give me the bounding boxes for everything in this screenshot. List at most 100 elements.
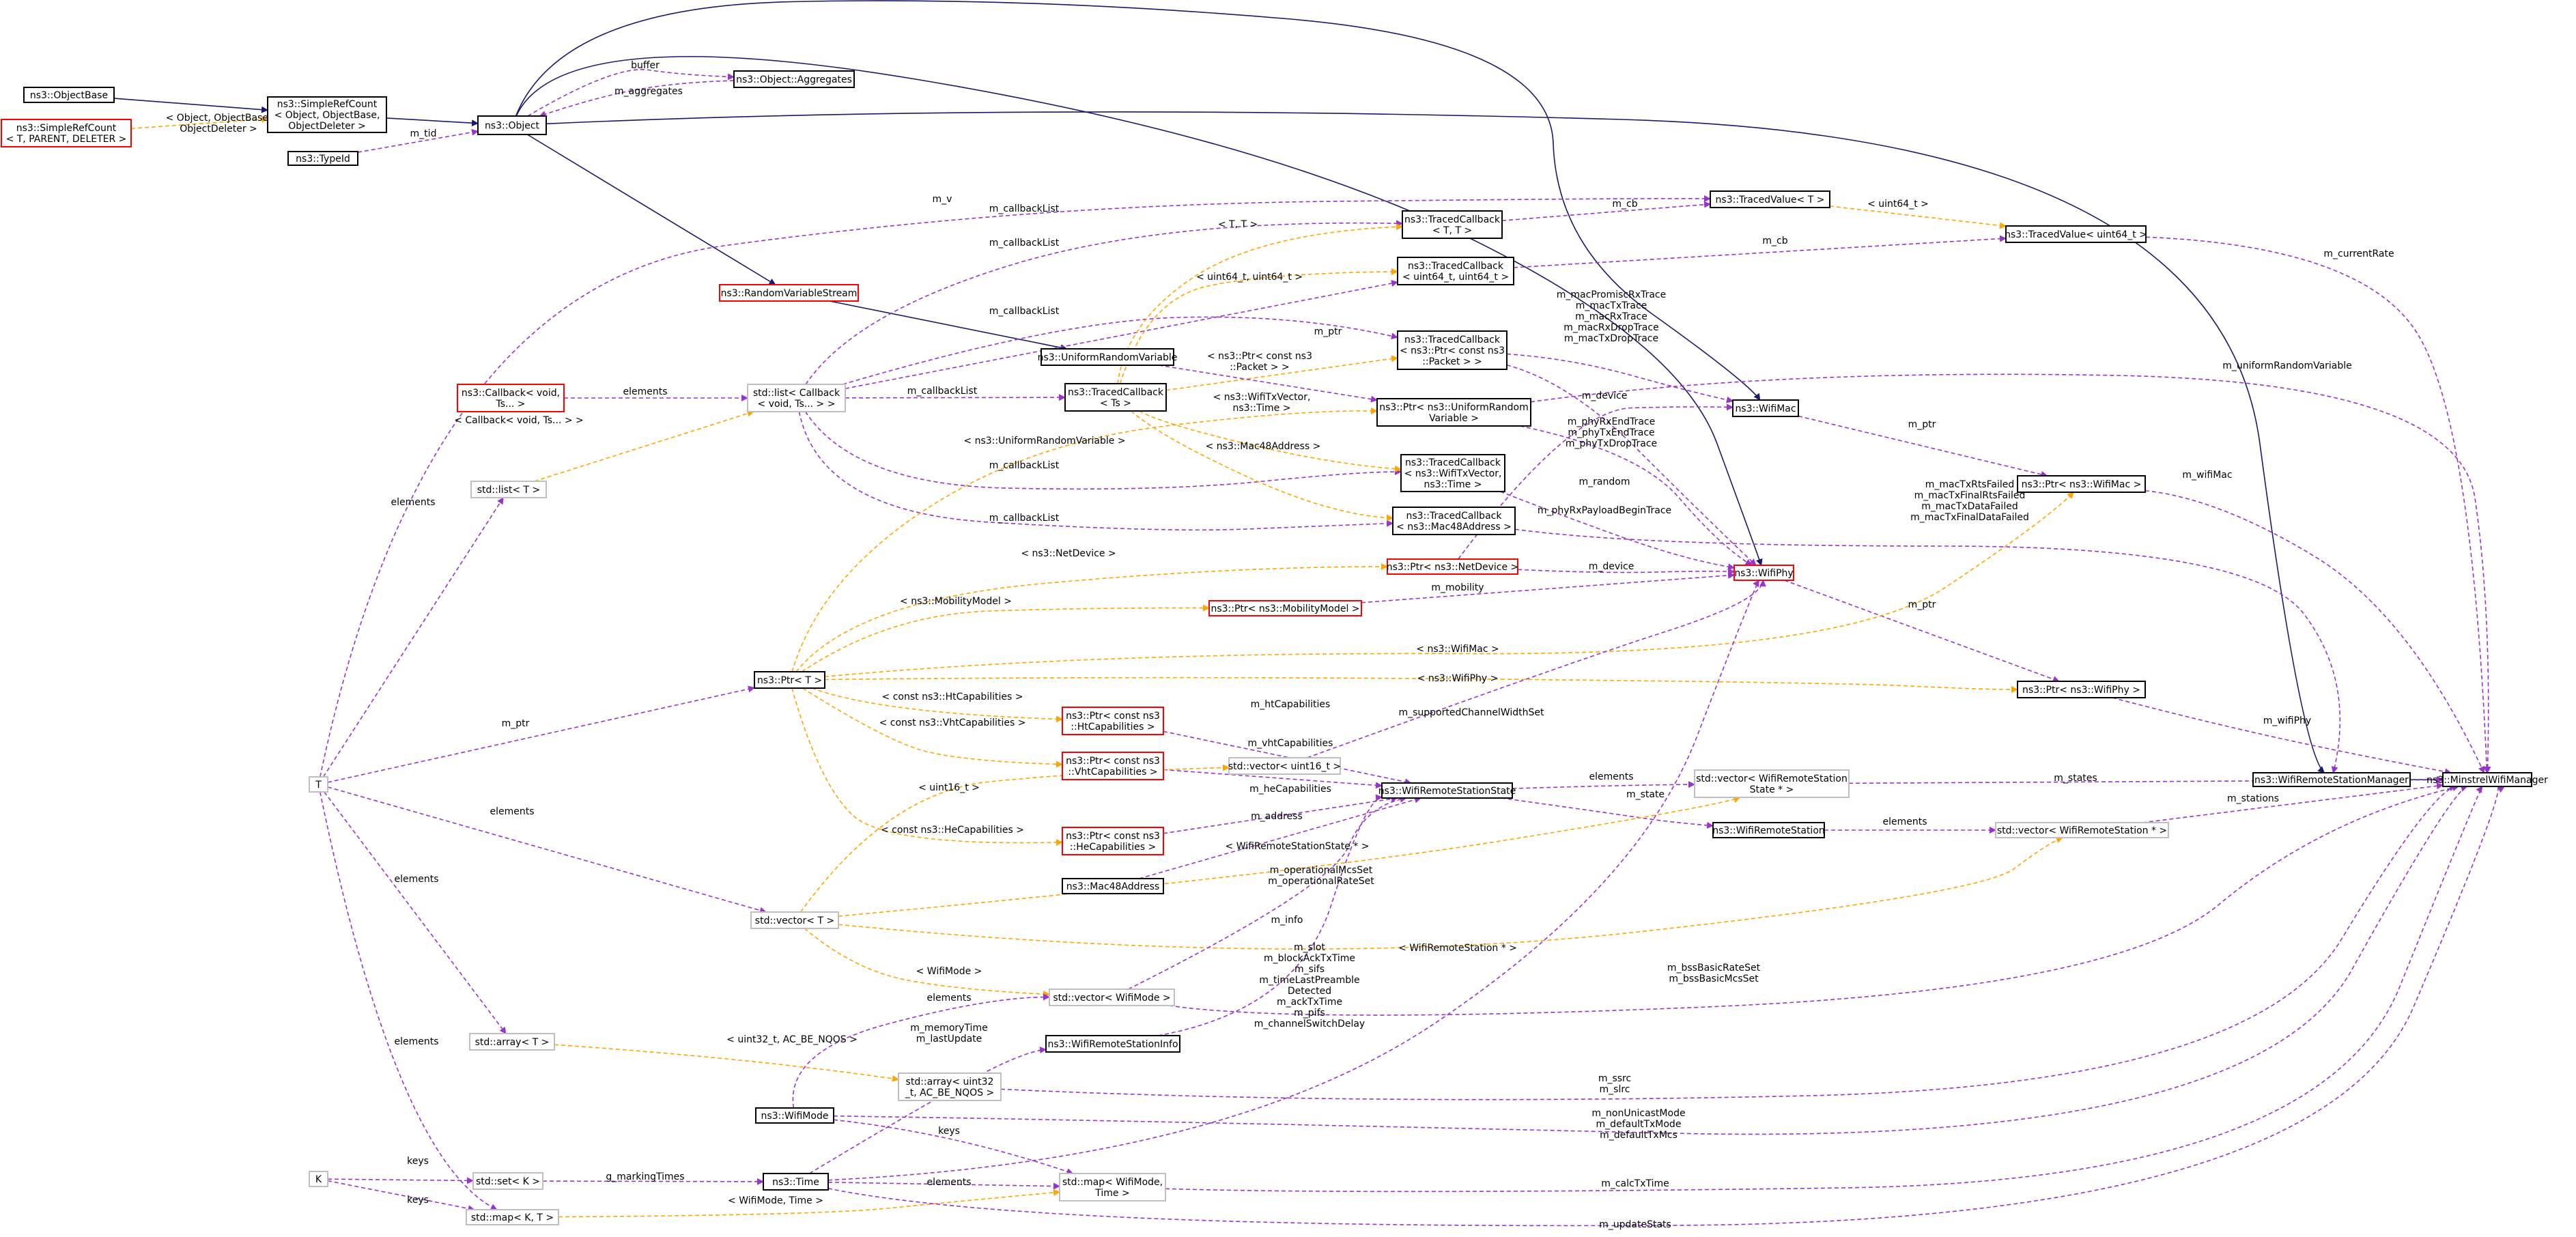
node-box[interactable]	[1995, 822, 2169, 838]
node-box[interactable]	[1041, 348, 1174, 366]
node-ptrMob[interactable]: ns3::Ptr< ns3::MobilityModel >	[1208, 600, 1362, 616]
node-wrss[interactable]: ns3::WifiRemoteStationState	[1378, 782, 1516, 799]
node-box[interactable]	[1392, 507, 1516, 535]
node-box[interactable]	[287, 151, 358, 166]
node-box[interactable]	[1062, 878, 1164, 894]
node-ptrNetDev[interactable]: ns3::Ptr< ns3::NetDevice >	[1387, 558, 1519, 575]
node-box[interactable]	[1397, 330, 1508, 370]
node-simplerefcount[interactable]: ns3::SimpleRefCount< Object, ObjectBase,…	[267, 96, 387, 133]
node-box[interactable]	[763, 1173, 829, 1191]
node-mac48[interactable]: ns3::Mac48Address	[1062, 878, 1164, 894]
node-box[interactable]	[898, 1072, 1002, 1101]
node-tvT[interactable]: ns3::TracedValue< T >	[1710, 190, 1830, 208]
node-tcTs[interactable]: ns3::TracedCallback< Ts >	[1064, 383, 1167, 412]
node-vecT[interactable]: std::vector< T >	[750, 911, 839, 929]
node-box[interactable]	[2017, 681, 2146, 698]
node-box[interactable]	[1712, 822, 1825, 838]
node-tcTxVec[interactable]: ns3::TracedCallback< ns3::WifiTxVector,n…	[1400, 454, 1505, 492]
node-box[interactable]	[2252, 772, 2411, 787]
node-wrsm[interactable]: ns3::WifiRemoteStationManager	[2252, 772, 2411, 787]
node-objectbase[interactable]: ns3::ObjectBase	[23, 87, 115, 103]
node-box[interactable]	[1062, 752, 1164, 780]
node-arrU32[interactable]: std::array< uint32_t, AC_BE_NQOS >	[898, 1072, 1002, 1101]
node-ptrWifiMac[interactable]: ns3::Ptr< ns3::WifiMac >	[2017, 475, 2146, 493]
node-box[interactable]	[23, 87, 115, 103]
node-tcMac48[interactable]: ns3::TracedCallback< ns3::Mac48Address >	[1392, 507, 1516, 535]
node-box[interactable]	[457, 384, 565, 412]
node-setK[interactable]: std::set< K >	[472, 1172, 543, 1190]
node-box[interactable]	[750, 911, 839, 929]
node-wrs[interactable]: ns3::WifiRemoteStation	[1712, 822, 1825, 838]
node-box[interactable]	[469, 1033, 555, 1051]
node-box[interactable]	[1062, 707, 1164, 735]
node-wifimode[interactable]: ns3::WifiMode	[755, 1107, 834, 1124]
node-wrsi[interactable]: ns3::WifiRemoteStationInfo	[1045, 1035, 1180, 1053]
node-box[interactable]	[747, 384, 846, 412]
node-tcU64[interactable]: ns3::TracedCallback< uint64_t, uint64_t …	[1397, 257, 1514, 285]
node-box[interactable]	[1402, 210, 1503, 239]
node-vecMode[interactable]: std::vector< WifiMode >	[1049, 989, 1175, 1006]
node-vecU16[interactable]: std::vector< uint16_t >	[1228, 757, 1341, 775]
node-ptrT[interactable]: ns3::Ptr< T >	[754, 671, 825, 689]
node-mapModeTime[interactable]: std::map< WifiMode,Time >	[1059, 1173, 1166, 1202]
node-box[interactable]	[267, 96, 387, 133]
node-box[interactable]	[2442, 772, 2532, 787]
node-box[interactable]	[309, 1171, 328, 1187]
node-box[interactable]	[309, 776, 328, 793]
node-box[interactable]	[2005, 225, 2147, 243]
node-box[interactable]	[1387, 558, 1518, 575]
node-box[interactable]	[755, 1107, 834, 1124]
node-box[interactable]	[466, 1209, 559, 1225]
node-box[interactable]	[1732, 399, 1799, 417]
node-vecWrs[interactable]: std::vector< WifiRemoteStation * >	[1995, 822, 2169, 838]
node-box[interactable]	[1397, 257, 1514, 285]
node-box[interactable]	[1208, 600, 1362, 616]
node-T[interactable]: T	[309, 776, 328, 793]
node-ptrVht[interactable]: ns3::Ptr< const ns3::VhtCapabilities >	[1062, 752, 1164, 780]
node-box[interactable]	[2017, 475, 2146, 493]
node-box[interactable]	[1376, 398, 1531, 427]
node-callback[interactable]: ns3::Callback< void,Ts... >	[457, 384, 565, 412]
node-box[interactable]	[719, 284, 859, 302]
node-aggregates[interactable]: ns3::Object::Aggregates	[733, 70, 855, 88]
node-typeid[interactable]: ns3::TypeId	[287, 151, 358, 166]
node-listT[interactable]: std::list< T >	[470, 481, 547, 498]
node-rvs[interactable]: ns3::RandomVariableStream	[719, 284, 859, 302]
node-tcPkt[interactable]: ns3::TracedCallback< ns3::Ptr< const ns3…	[1397, 330, 1508, 370]
node-minstrel[interactable]: ns3::MinstrelWifiManager	[2426, 772, 2548, 787]
node-mapKT[interactable]: std::map< K, T >	[466, 1209, 559, 1225]
node-box[interactable]	[1, 119, 132, 147]
node-arrT[interactable]: std::array< T >	[469, 1033, 555, 1051]
node-box[interactable]	[1381, 782, 1513, 799]
node-box[interactable]	[1694, 769, 1850, 798]
node-wifimac[interactable]: ns3::WifiMac	[1732, 399, 1799, 417]
node-listCb[interactable]: std::list< Callback< void, Ts... > >	[747, 384, 846, 412]
node-box[interactable]	[1049, 989, 1175, 1006]
node-box[interactable]	[477, 115, 547, 135]
node-ptrHe[interactable]: ns3::Ptr< const ns3::HeCapabilities >	[1062, 827, 1164, 855]
node-box[interactable]	[1064, 383, 1167, 412]
node-box[interactable]	[754, 671, 825, 689]
node-tcTT[interactable]: ns3::TracedCallback< T, T >	[1402, 210, 1503, 239]
node-ptrHt[interactable]: ns3::Ptr< const ns3::HtCapabilities >	[1062, 707, 1164, 735]
node-ptrWifiPhy[interactable]: ns3::Ptr< ns3::WifiPhy >	[2017, 681, 2146, 698]
node-box[interactable]	[470, 481, 547, 498]
node-K[interactable]: K	[309, 1171, 328, 1187]
node-box[interactable]	[472, 1172, 543, 1190]
node-box[interactable]	[1062, 827, 1164, 855]
node-box[interactable]	[1228, 757, 1341, 775]
node-box[interactable]	[1733, 565, 1794, 581]
node-simplerefcountT[interactable]: ns3::SimpleRefCount< T, PARENT, DELETER …	[1, 119, 132, 147]
node-box[interactable]	[733, 70, 855, 88]
node-object[interactable]: ns3::Object	[477, 115, 547, 135]
node-box[interactable]	[1400, 454, 1505, 492]
node-wifiphy[interactable]: ns3::WifiPhy	[1733, 565, 1794, 581]
node-box[interactable]	[1045, 1035, 1180, 1053]
node-box[interactable]	[1059, 1173, 1166, 1202]
node-box[interactable]	[1710, 190, 1830, 208]
node-urv[interactable]: ns3::UniformRandomVariable	[1038, 348, 1178, 366]
node-time[interactable]: ns3::Time	[763, 1173, 829, 1191]
node-tvU64[interactable]: ns3::TracedValue< uint64_t >	[2005, 225, 2147, 243]
